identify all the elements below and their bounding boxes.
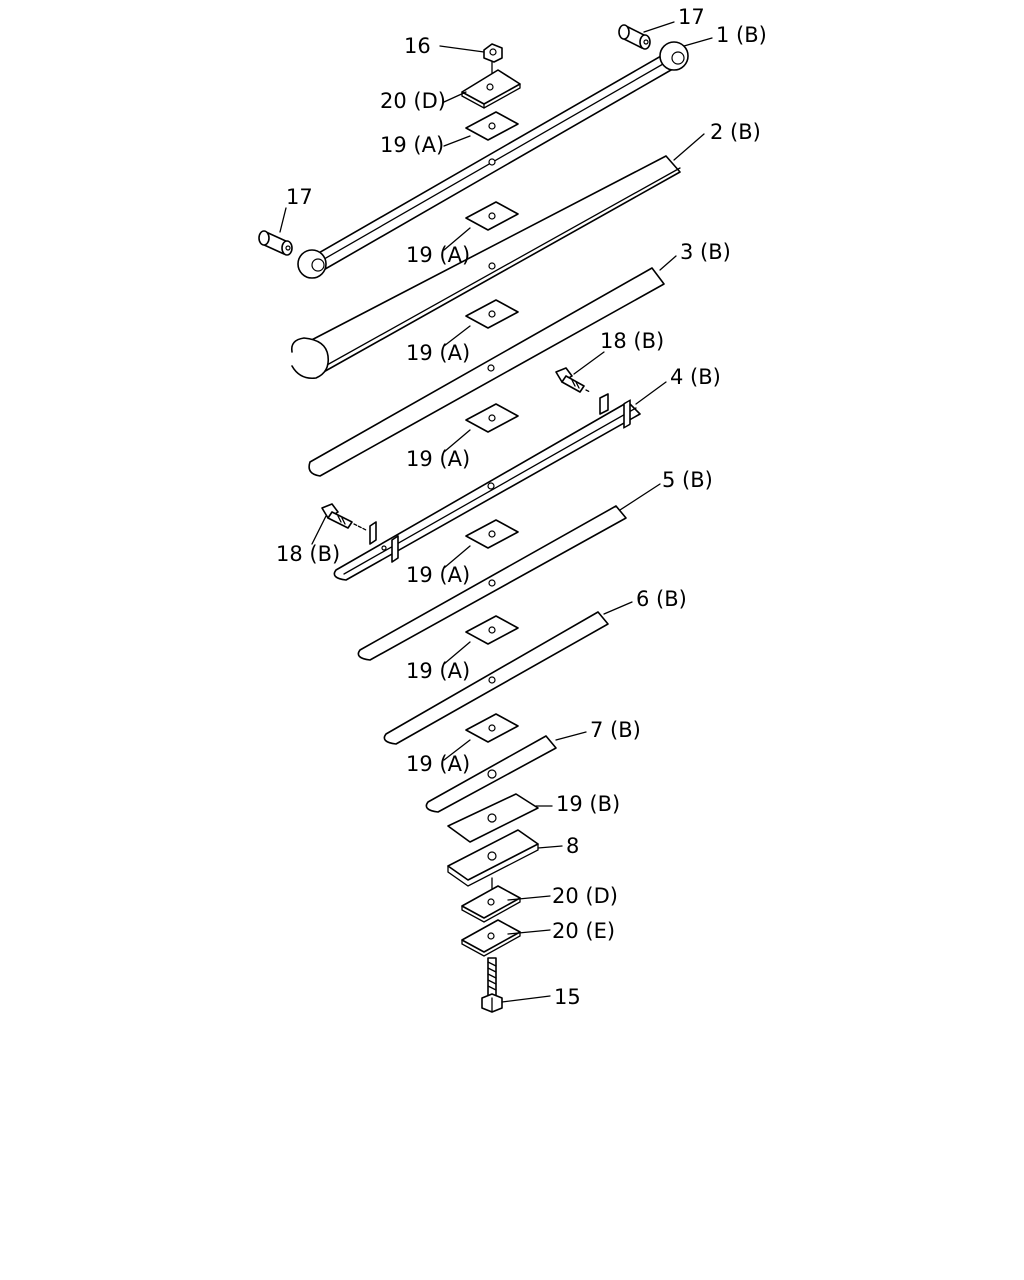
leaf-6 (383, 611, 609, 745)
bolt-15 (481, 957, 503, 1013)
label-2b: 2 (B) (710, 120, 761, 144)
label-19a-2: 19 (A) (406, 243, 470, 267)
bush-17-top (618, 24, 651, 50)
label-5b: 5 (B) (662, 468, 713, 492)
label-8: 8 (566, 834, 579, 858)
label-17-left: 17 (286, 185, 313, 209)
plate-19b (447, 793, 539, 843)
label-7b: 7 (B) (590, 718, 641, 742)
label-19b: 19 (B) (556, 792, 620, 816)
bolt-18b-top (555, 367, 591, 393)
leaf-1 (297, 41, 689, 279)
label-19a-3: 19 (A) (406, 341, 470, 365)
label-18b-left: 18 (B) (276, 542, 340, 566)
bolt-18b-left (321, 503, 367, 531)
label-18b-top: 18 (B) (600, 329, 664, 353)
label-6b: 6 (B) (636, 587, 687, 611)
plate-20d-bottom (461, 877, 521, 923)
plate-20e (461, 919, 521, 957)
leaf-2 (290, 155, 681, 380)
label-1b: 1 (B) (716, 23, 767, 47)
spacer-8 (447, 829, 539, 887)
clip-left (369, 521, 399, 563)
label-3b: 3 (B) (680, 240, 731, 264)
leaf-3 (308, 267, 665, 477)
label-16: 16 (404, 34, 431, 58)
label-4b: 4 (B) (670, 365, 721, 389)
leader-lines (279, 21, 713, 1003)
label-20d-top: 20 (D) (380, 89, 446, 113)
clip-right (599, 393, 631, 429)
leaf-7 (425, 735, 557, 813)
bush-17-left (258, 230, 293, 256)
label-19a-4: 19 (A) (406, 447, 470, 471)
label-19a-1: 19 (A) (380, 133, 444, 157)
label-17-top: 17 (678, 5, 705, 29)
label-19a-6: 19 (A) (406, 659, 470, 683)
label-19a-7: 19 (A) (406, 752, 470, 776)
label-20d-bottom: 20 (D) (552, 884, 618, 908)
label-19a-5: 19 (A) (406, 563, 470, 587)
plate-20d-top (461, 69, 521, 109)
label-20e: 20 (E) (552, 919, 615, 943)
label-15: 15 (554, 985, 581, 1009)
leaf-5 (357, 505, 627, 661)
shim-19a-group (465, 111, 519, 743)
